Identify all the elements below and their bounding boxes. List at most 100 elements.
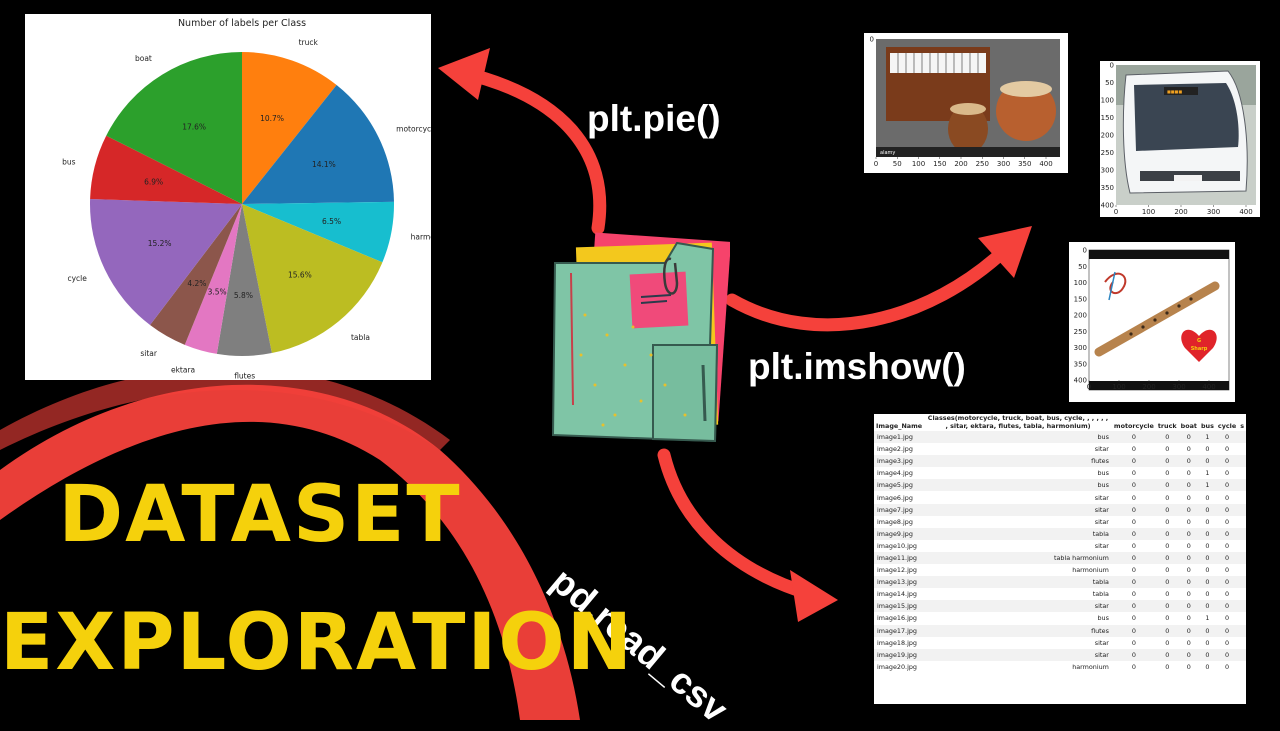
value-cell: 0: [1186, 650, 1191, 659]
truncated-cell: [1238, 552, 1246, 564]
value-cell: 1: [1205, 433, 1210, 442]
value-cell: 0: [1165, 445, 1170, 454]
value-cell: 0: [1186, 433, 1191, 442]
value-cell: 0: [1165, 590, 1170, 599]
value-cell: 0: [1186, 662, 1191, 671]
classes-cell: tabla: [1092, 590, 1109, 599]
y-tick-label: 0: [1083, 247, 1087, 255]
image-name-cell: image2.jpg: [877, 445, 913, 454]
x-tick-label: 100: [1142, 208, 1155, 216]
value-cell: 0: [1186, 553, 1191, 562]
image-name-cell: image19.jpg: [877, 650, 917, 659]
pie-category-label-truck: truck: [299, 38, 319, 47]
value-cell: 0: [1131, 445, 1136, 454]
value-cell: 0: [1131, 638, 1136, 647]
value-cell: 0: [1131, 517, 1136, 526]
y-tick-label: 350: [1074, 360, 1087, 368]
value-cell: 0: [1225, 493, 1230, 502]
truncated-cell: [1238, 649, 1246, 661]
pie-slice-truck: [242, 52, 337, 204]
pie-category-label-harmonium: harmonium: [411, 232, 431, 241]
value-cell: 0: [1186, 445, 1191, 454]
value-cell: 0: [1205, 529, 1210, 538]
value-cell: 0: [1225, 578, 1230, 587]
y-tick-label: 100: [1101, 97, 1114, 105]
image-name-cell: image18.jpg: [877, 638, 917, 647]
value-cell: 0: [1131, 433, 1136, 442]
value-cell: 0: [1165, 638, 1170, 647]
value-cell: 0: [1165, 662, 1170, 671]
value-cell: 0: [1165, 529, 1170, 538]
truncated-cell: [1238, 431, 1246, 443]
value-cell: 0: [1225, 662, 1230, 671]
y-tick-label: 250: [1074, 328, 1087, 336]
x-tick-label: 400: [1039, 160, 1052, 168]
value-cell: 0: [1225, 553, 1230, 562]
table-header-cell: s: [1240, 421, 1244, 430]
value-cell: 0: [1165, 650, 1170, 659]
x-tick-label: 300: [1172, 383, 1185, 391]
pie-pct-label-tabla: 15.6%: [288, 270, 312, 279]
value-cell: 0: [1131, 662, 1136, 671]
value-cell: 0: [1131, 626, 1136, 635]
classes-cell: harmonium: [1072, 662, 1109, 671]
value-cell: 0: [1186, 541, 1191, 550]
truncated-cell: [1238, 479, 1246, 491]
imshow-call-label: plt.imshow(): [748, 346, 966, 387]
value-cell: 0: [1165, 517, 1170, 526]
pie-chart-title: Number of labels per Class: [178, 18, 306, 29]
classes-cell: sitar: [1094, 602, 1109, 611]
value-cell: 0: [1131, 505, 1136, 514]
value-cell: 0: [1225, 590, 1230, 599]
alamy-watermark: alamy: [880, 150, 895, 156]
y-tick-label: 200: [1074, 312, 1087, 320]
image-name-cell: image20.jpg: [877, 662, 917, 671]
value-cell: 0: [1205, 445, 1210, 454]
value-cell: 1: [1205, 614, 1210, 623]
truncated-cell: [1238, 443, 1246, 455]
heart-text-g: G: [1197, 338, 1201, 344]
classes-cell: sitar: [1094, 541, 1109, 550]
x-tick-label: 50: [893, 160, 902, 168]
table-header-cell: Classes(motorcycle, truck, boat, bus, cy…: [927, 414, 1109, 430]
value-cell: 0: [1131, 481, 1136, 490]
truncated-cell: [1238, 637, 1246, 649]
x-tick-label: 150: [933, 160, 946, 168]
value-cell: 0: [1165, 578, 1170, 587]
y-tick-label: 150: [1101, 114, 1114, 122]
x-tick-label: 200: [1142, 383, 1155, 391]
truncated-cell: [1238, 528, 1246, 540]
table-header-cell: motorcycle: [1113, 421, 1154, 430]
value-cell: 0: [1186, 602, 1191, 611]
y-tick-label: 50: [1078, 263, 1087, 271]
classes-cell: bus: [1097, 614, 1109, 623]
value-cell: 0: [1186, 493, 1191, 502]
pie-slice-cycle: [90, 198, 242, 326]
x-tick-label: 0: [1114, 208, 1118, 216]
classes-cell: bus: [1097, 433, 1109, 442]
value-cell: 0: [1205, 505, 1210, 514]
title-line-2: EXPLORATION: [0, 598, 635, 688]
image-name-cell: image5.jpg: [877, 481, 913, 490]
value-cell: 0: [1205, 638, 1210, 647]
y-tick-label: 200: [1101, 132, 1114, 140]
value-cell: 0: [1205, 602, 1210, 611]
value-cell: 0: [1165, 481, 1170, 490]
pie-slice-flutes: [216, 204, 272, 356]
pie-pct-label-harmonium: 6.5%: [322, 217, 341, 226]
folder-illustration: [551, 232, 730, 443]
pie-category-label-sitar: sitar: [140, 349, 158, 358]
y-tick-label: 300: [1101, 167, 1114, 175]
